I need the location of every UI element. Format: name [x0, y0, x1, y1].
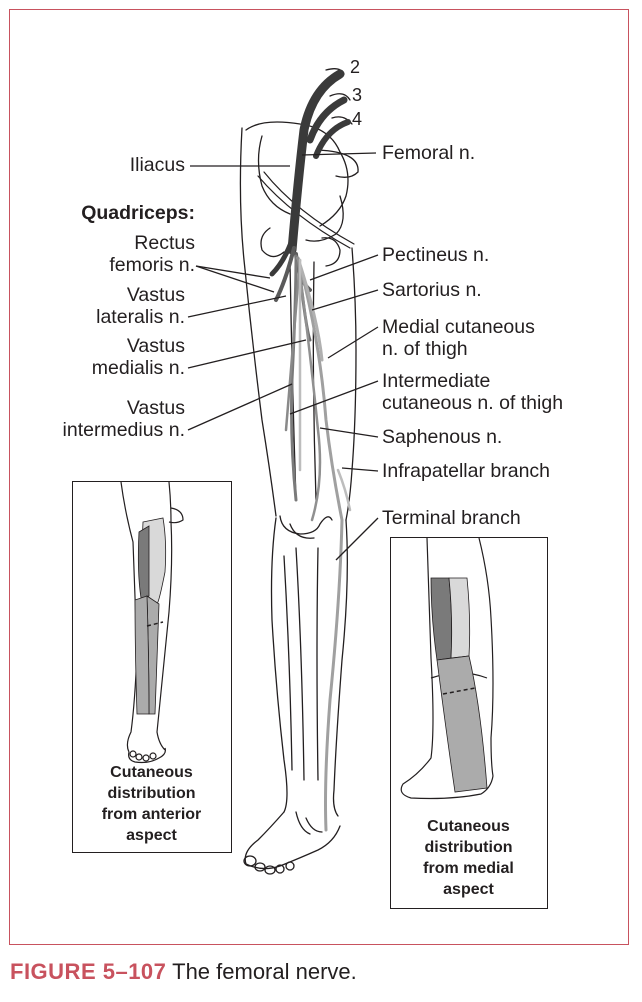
label-terminal-branch: Terminal branch — [382, 507, 521, 529]
spinal-level-l4: 4 — [352, 109, 363, 129]
anterior-leg-drawing — [120, 482, 184, 764]
spinal-level-l2: 2 — [350, 57, 361, 77]
figure-frame — [9, 9, 629, 945]
medial-caption-line1: Cutaneous — [427, 818, 510, 835]
anterior-caption-line1: Cutaneous — [110, 764, 193, 781]
label-medial-cutaneous-line1: Medial cutaneous — [382, 316, 535, 338]
label-vastus-intermedius-line2: intermedius n. — [62, 419, 185, 441]
figure-title: The femoral nerve. — [172, 959, 357, 984]
anterior-caption-line3: from anterior — [101, 806, 202, 823]
label-medial-cutaneous-line2: n. of thigh — [382, 338, 468, 360]
label-intermediate-cutaneous-line2: cutaneous n. of thigh — [382, 392, 564, 414]
label-quadriceps-header: Quadriceps: — [81, 202, 195, 224]
label-vastus-medialis-line2: medialis n. — [91, 357, 185, 379]
medial-caption: Cutaneous distribution from medial aspec… — [391, 816, 546, 900]
leg-illustration — [187, 68, 379, 875]
label-femoral-nerve: Femoral n. — [382, 142, 476, 164]
medial-caption-line3: from medial — [423, 860, 514, 877]
label-vastus-intermedius-line1: Vastus — [126, 397, 185, 419]
anterior-caption-line2: distribution — [107, 785, 196, 802]
label-sartorius-nerve: Sartorius n. — [382, 279, 482, 301]
medial-caption-line2: distribution — [424, 839, 513, 856]
spinal-level-l3: 3 — [352, 85, 363, 105]
label-vastus-lateralis-line1: Vastus — [126, 284, 185, 306]
inset-anterior-aspect: Cutaneous distribution from anterior asp… — [72, 481, 232, 853]
label-vastus-medialis-line1: Vastus — [126, 335, 185, 357]
label-saphenous-nerve: Saphenous n. — [382, 426, 503, 448]
anterior-caption: Cutaneous distribution from anterior asp… — [73, 762, 230, 846]
label-iliacus: Iliacus — [129, 154, 185, 176]
label-rectus-femoris-line1: Rectus — [134, 232, 195, 254]
label-intermediate-cutaneous-line1: Intermediate — [382, 370, 491, 392]
figure-number: FIGURE 5–107 — [10, 959, 167, 984]
label-infrapatellar-branch: Infrapatellar branch — [382, 460, 551, 482]
medial-caption-line4: aspect — [443, 881, 494, 898]
medial-leg-drawing — [400, 538, 494, 800]
anterior-caption-line4: aspect — [126, 827, 177, 844]
label-vastus-lateralis-line2: lateralis n. — [96, 306, 185, 328]
label-rectus-femoris-line2: femoris n. — [109, 254, 195, 276]
figure-caption: FIGURE 5–107 The femoral nerve. — [10, 959, 357, 985]
inset-medial-aspect: Cutaneous distribution from medial aspec… — [390, 537, 548, 909]
label-pectineus-nerve: Pectineus n. — [382, 244, 490, 266]
